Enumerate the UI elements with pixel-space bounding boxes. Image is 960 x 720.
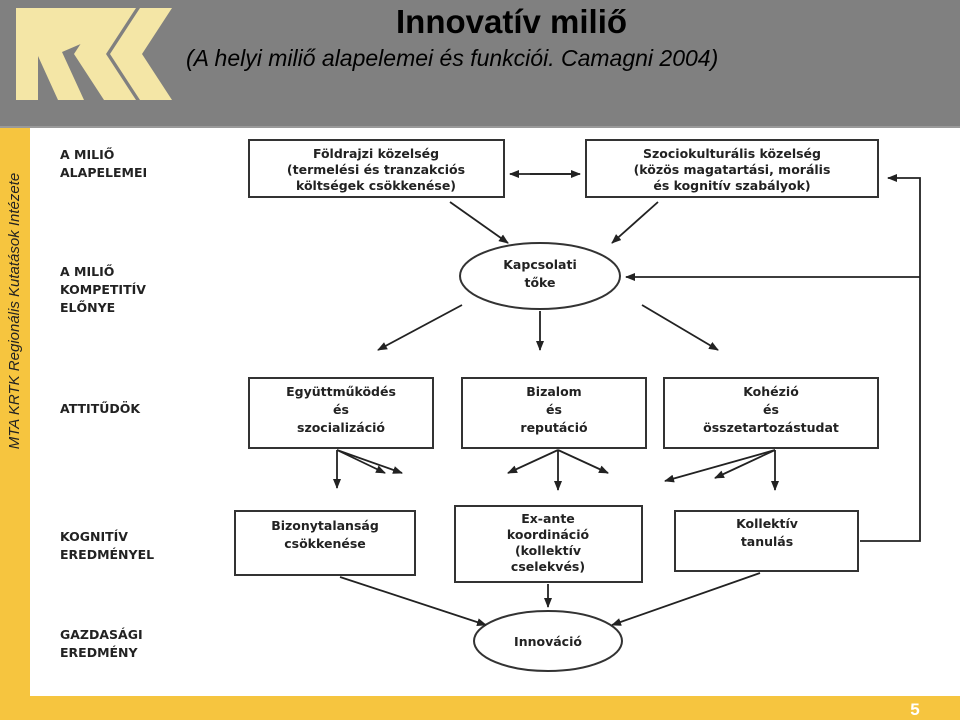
node-exante-koordinacio: Ex-ante koordináció (kollektív cselekvés…: [454, 505, 643, 583]
diagram-area: A MILIŐ ALAPELEMEI A MILIŐ KOMPETITÍV EL…: [30, 128, 960, 696]
node-label: Földrajzi közelség: [313, 146, 439, 161]
level-label-alapelemei: A MILIŐ: [60, 147, 114, 162]
arrow-fan-3b: [714, 449, 776, 479]
node-kapcsolati-toke: Kapcsolati tőke: [459, 242, 621, 310]
arrow-fan-2c: [557, 449, 609, 474]
node-bizonytalansag: Bizonytalanság csökkenése: [234, 510, 416, 576]
node-kollektiv-tanulas: Kollektív tanulás: [674, 510, 859, 572]
arrow-fan-3a: [664, 449, 776, 483]
node-label: összetartozástudat: [703, 420, 839, 435]
level-label-kompetitiv-2: KOMPETITÍV: [60, 282, 146, 297]
node-bizalom: Bizalom és reputáció: [461, 377, 647, 449]
arrow-fan-1b: [336, 449, 386, 474]
level-label-gazdasagi-2: EREDMÉNY: [60, 645, 139, 660]
node-label: Szociokulturális közelség: [643, 146, 821, 161]
arrow-foldrajzi-to-kapcsolati: [449, 201, 509, 244]
node-egyuttmukodes: Együttműködés és szocializáció: [248, 377, 434, 449]
arrow-feedback-to-szocio: [860, 174, 921, 542]
level-label-kompetitiv-3: ELŐNYE: [60, 300, 115, 315]
node-label: Kollektív: [736, 516, 798, 531]
node-innovacio: Innováció: [473, 610, 623, 672]
node-label: (termelési és tranzakciós: [287, 162, 465, 177]
node-label: és kognitív szabályok): [653, 178, 810, 193]
organization-label: MTA KRTK Regionális Kutatások Intézete: [6, 172, 23, 450]
slide-subtitle: (A helyi miliő alapelemei és funkciói. C…: [186, 45, 719, 71]
node-label: és: [763, 402, 779, 417]
level-label-kognitiv: KOGNITÍV: [60, 529, 128, 544]
arrow-fan-2a: [507, 449, 559, 474]
arrow-kapcsolati-to-kohezio: [641, 304, 719, 351]
level-label-attitudok: ATTITŰDÖK: [60, 401, 141, 416]
node-label: Ex-ante: [521, 511, 575, 526]
node-label: Innováció: [514, 634, 582, 649]
page-number: 5: [910, 700, 920, 719]
milieu-diagram: A MILIŐ ALAPELEMEI A MILIŐ KOMPETITÍV EL…: [60, 139, 921, 672]
arrow-kapcsolati-to-egyuttmukodes: [377, 304, 463, 351]
node-label: szocializáció: [297, 420, 385, 435]
node-label: és: [546, 402, 562, 417]
node-label: (kollektív: [515, 543, 581, 558]
arrow-bizonytalansag-to-innovacio: [339, 576, 487, 626]
level-label-kompetitiv: A MILIŐ: [60, 264, 114, 279]
node-label: tőke: [524, 275, 555, 290]
node-label: csökkenése: [284, 536, 366, 551]
node-label: tanulás: [741, 534, 793, 549]
node-label: Bizalom: [526, 384, 581, 399]
node-szociokulturalis-kozelseg: Szociokulturális közelség (közös magatar…: [585, 139, 879, 198]
arrow-kollektiv-to-innovacio: [611, 572, 761, 626]
node-label: Kohézió: [743, 384, 799, 399]
arrow-fan-1c: [336, 449, 403, 474]
node-label: (közös magatartási, morális: [634, 162, 831, 177]
node-label: Kapcsolati: [503, 257, 577, 272]
node-label: Együttműködés: [286, 384, 396, 399]
node-label: koordináció: [507, 527, 590, 542]
node-label: Bizonytalanság: [271, 518, 379, 533]
node-foldrajzi-kozelseg: Földrajzi közelség (termelési és tranzak…: [248, 139, 505, 198]
level-label-kognitiv-2: EREDMÉNYEL: [60, 547, 154, 562]
slide-title: Innovatív miliő: [396, 3, 628, 40]
node-label: reputáció: [520, 420, 588, 435]
level-label-gazdasagi: GAZDASÁGI: [60, 627, 143, 642]
header-divider: [0, 126, 960, 128]
node-kohezio: Kohézió és összetartozástudat: [663, 377, 879, 449]
node-label: cselekvés): [511, 559, 585, 574]
node-label: költségek csökkenése): [296, 178, 456, 193]
level-label-alapelemei-2: ALAPELEMEI: [60, 165, 147, 180]
arrow-szocio-to-kapcsolati: [611, 201, 659, 244]
header-bar: Innovatív miliő (A helyi miliő alapeleme…: [0, 0, 960, 128]
rk-logo: [16, 8, 172, 100]
node-label: és: [333, 402, 349, 417]
